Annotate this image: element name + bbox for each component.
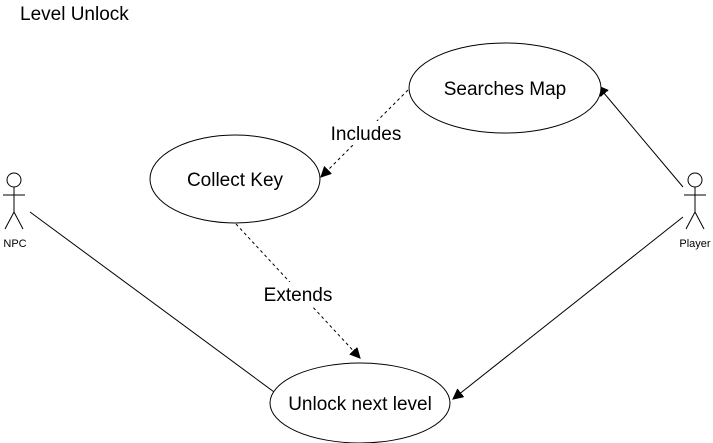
association-player-searches bbox=[598, 86, 684, 188]
use-case-collect-key-shape bbox=[149, 134, 321, 224]
use-case-searches-map[interactable]: Searches Map bbox=[408, 42, 602, 134]
use-case-searches-map-shape bbox=[408, 42, 602, 134]
association-npc-unlock bbox=[29, 211, 289, 403]
use-case-searches-map-label: Searches Map bbox=[444, 79, 567, 100]
association-player-unlock bbox=[453, 216, 684, 399]
use-case-unlock-next-level-label: Unlock next level bbox=[288, 394, 432, 415]
actor-npc-label: NPC bbox=[3, 238, 26, 250]
use-case-unlock-next-level-shape bbox=[269, 362, 451, 443]
use-case-collect-key[interactable]: Collect Key bbox=[149, 134, 321, 224]
extends-label-background bbox=[257, 282, 339, 306]
actor-npc[interactable]: NPC bbox=[3, 172, 27, 250]
actor-player[interactable]: Player bbox=[679, 172, 711, 250]
use-case-collect-key-label: Collect Key bbox=[187, 170, 284, 191]
actor-player-label: Player bbox=[679, 238, 711, 250]
actor-player-icon bbox=[684, 172, 706, 230]
use-case-unlock-next-level[interactable]: Unlock next level bbox=[269, 362, 451, 443]
diagram-title: Level Unlock bbox=[20, 4, 129, 25]
includes-label-background bbox=[325, 121, 407, 145]
actor-npc-icon bbox=[3, 172, 25, 230]
extends-label: Extends bbox=[264, 285, 333, 306]
includes-label: Includes bbox=[331, 124, 402, 145]
